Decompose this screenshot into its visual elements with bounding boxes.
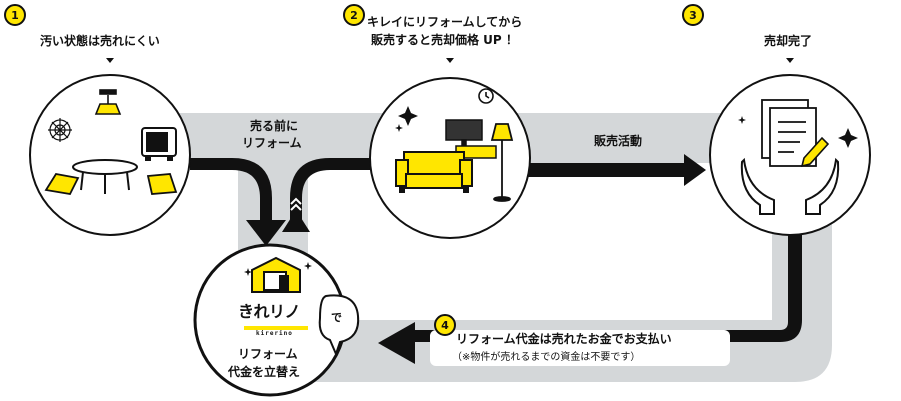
cushion-icon: [44, 173, 178, 195]
speech-bubble: [318, 294, 360, 357]
sales-activity-label: 販売活動: [594, 134, 643, 148]
step4-badge: 4: [434, 314, 456, 336]
step3-badge: 3: [682, 4, 704, 26]
brand-logo: きれリノ: [238, 302, 301, 321]
spider-web-icon: [48, 118, 72, 142]
tv-icon: [141, 127, 177, 161]
house-logo-icon: [251, 256, 301, 293]
step3-label: 売却完了: [764, 34, 813, 48]
table-icon: [72, 159, 138, 194]
pen-icon: [800, 136, 830, 168]
service-caption-line1: リフォーム: [238, 347, 298, 361]
brand-subtext: kirerino: [256, 330, 293, 337]
floor-lamp-icon: [490, 123, 514, 202]
step1-circle: [29, 74, 191, 236]
brand-underline: [244, 326, 308, 330]
sparkle-icon: [244, 262, 312, 276]
step2-label-line2: 販売すると売却価格 UP ！: [371, 33, 518, 47]
step4-note: （※物件が売れるまでの資金は不要です）: [452, 352, 641, 363]
ceiling-lamp-icon: [94, 89, 122, 115]
step3-caret: [786, 58, 794, 63]
reform-before-sale-label-line1: 売る前に: [250, 119, 299, 133]
step2-caret: [446, 58, 454, 63]
step2-label-line1: キレイにリフォームしてから: [367, 15, 523, 29]
hands-icon: [740, 157, 840, 215]
step1-label: 汚い状態は売れにくい: [40, 34, 160, 48]
speech-bubble-text: で: [331, 311, 342, 324]
reform-before-sale-label-line2: リフォーム: [242, 136, 302, 150]
step1-badge: 1: [4, 4, 26, 26]
step4-label: リフォーム代金は売れたお金でお支払い: [456, 332, 672, 346]
step1-caret: [106, 58, 114, 63]
sofa-icon: [395, 151, 473, 193]
step4-pill: [430, 330, 730, 366]
clock-icon: [478, 88, 494, 104]
sparkle-icon: [738, 116, 858, 148]
sparkle-icon: [395, 106, 418, 132]
service-caption-line2: 代金を立替え: [228, 365, 301, 379]
chevron-up-icon: [290, 197, 302, 211]
step2-badge: 2: [343, 4, 365, 26]
